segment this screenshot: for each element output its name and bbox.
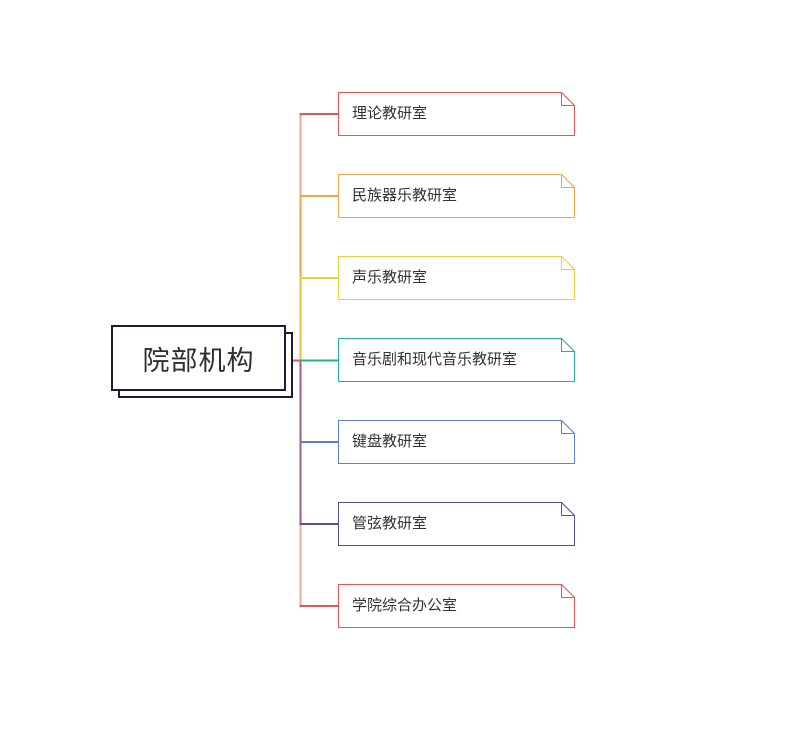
child-node-1[interactable]: 理论教研室 — [338, 92, 575, 136]
root-node[interactable]: 院部机构 — [111, 325, 286, 391]
note-shape-icon — [338, 92, 575, 136]
note-shape-icon — [338, 584, 575, 628]
note-outline — [338, 256, 575, 300]
note-outline — [338, 338, 575, 382]
child-node-3[interactable]: 声乐教研室 — [338, 256, 575, 300]
note-outline — [338, 92, 575, 136]
folded-corner-icon — [561, 420, 575, 434]
note-shape-icon — [338, 338, 575, 382]
note-outline — [338, 584, 575, 628]
folded-corner-icon — [561, 174, 575, 188]
folded-corner-icon — [561, 502, 575, 516]
note-shape-icon — [338, 174, 575, 218]
child-node-6[interactable]: 管弦教研室 — [338, 502, 575, 546]
folded-corner-icon — [561, 256, 575, 270]
child-node-4[interactable]: 音乐剧和现代音乐教研室 — [338, 338, 575, 382]
node-label: 声乐教研室 — [352, 269, 428, 286]
node-label: 民族器乐教研室 — [352, 187, 458, 204]
note-shape-icon — [338, 502, 575, 546]
note-shape-icon — [338, 256, 575, 300]
note-outline — [338, 174, 575, 218]
child-node-5[interactable]: 键盘教研室 — [338, 420, 575, 464]
node-label: 理论教研室 — [352, 105, 428, 122]
node-label: 学院综合办公室 — [352, 597, 458, 614]
folded-corner-icon — [561, 92, 575, 106]
note-outline — [338, 420, 575, 464]
root-node-label: 院部机构 — [142, 345, 255, 376]
node-label: 键盘教研室 — [352, 433, 428, 450]
folded-corner-icon — [561, 584, 575, 598]
child-node-7[interactable]: 学院综合办公室 — [338, 584, 575, 628]
note-outline — [338, 502, 575, 546]
child-node-2[interactable]: 民族器乐教研室 — [338, 174, 575, 218]
node-label: 音乐剧和现代音乐教研室 — [352, 351, 518, 368]
node-label: 管弦教研室 — [352, 515, 428, 532]
folded-corner-icon — [561, 338, 575, 352]
note-shape-icon — [338, 420, 575, 464]
